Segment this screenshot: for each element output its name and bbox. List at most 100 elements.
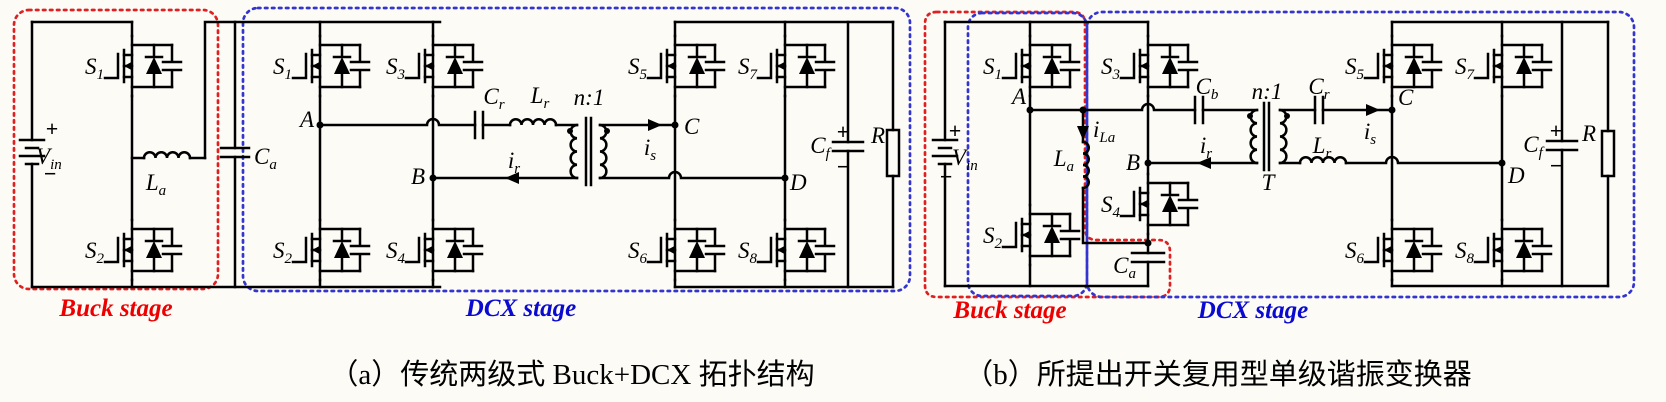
label-node-b-a: B [411,164,425,189]
wire-output-rails-a [673,20,895,289]
mosfet-s5-a [646,34,726,98]
label-s5-b: S5 [1345,54,1365,83]
mosfet-s2-dcx-a [291,218,371,282]
label-ca-a: Ca [254,144,277,173]
dot-secondary-b [1284,113,1290,119]
node-d-dot-a [781,174,789,182]
label-s2-dcx-a: S2 [273,238,293,267]
mosfet-s4-a [404,218,484,282]
label-s4-b: S4 [1101,192,1121,221]
mosfet-s3-a [404,34,484,98]
mosfet-s7-a [756,34,836,98]
mosfet-s2-b [1001,203,1081,267]
label-cr-a: Cr [483,84,504,113]
node-c-dot-b [1388,106,1396,114]
capacitor-cr-a [473,110,512,140]
label-cf-plus-b: + [1550,118,1563,143]
ca-node-dot-b [1144,239,1152,247]
buck-stage-label-a: Buck stage [58,295,172,322]
is-arrow-a [648,119,662,131]
label-s8-a: S8 [738,238,758,267]
label-node-c-a: C [684,114,700,139]
label-lr-b: Lr [1312,133,1332,162]
la-branch-dot-b [1079,106,1087,114]
label-cb-b: Cb [1196,74,1219,103]
mosfet-s4-b [1119,172,1199,236]
label-cf-plus-a: + [837,119,850,144]
resistor-r-a [885,20,901,289]
label-plus-b: + [949,118,962,143]
dot-secondary-a [604,128,610,134]
buck-stage-box-b [923,10,1172,299]
wire-sec-bottom-a [598,170,787,180]
label-s6-b: S6 [1345,238,1365,267]
wire-node-a-b [1028,102,1197,112]
label-node-c-b: C [1398,85,1414,110]
label-r-b: R [1581,121,1596,146]
label-node-b-b: B [1126,150,1140,175]
dcx-stage-label-a: DCX stage [465,295,576,322]
transformer-a [567,116,610,187]
resistor-r-b [1600,20,1616,288]
node-b-dot-b [1144,159,1152,167]
label-t-b: T [1262,170,1277,195]
wire-output-rails-b [1390,20,1610,288]
label-node-a-a: A [298,107,315,132]
mosfet-s6-a [646,218,726,282]
label-cf-b: Cf [1523,132,1544,161]
label-la-b: La [1053,146,1074,175]
label-is-a: is [644,135,656,164]
label-cr-b: Cr [1308,74,1329,103]
inductor-la-a [130,151,207,160]
label-s5-a: S5 [628,54,648,83]
dcx-stage-box-a [241,6,912,293]
label-s1-dcx-a: S1 [273,54,292,83]
label-cf-minus-a: − [837,154,850,179]
label-vin-a: Vin [36,144,62,173]
ir-arrow-a [505,172,519,184]
label-cf-a: Cf [810,133,831,162]
battery-vin-b [931,20,959,288]
label-vin-b: Vin [952,145,978,174]
battery-vin-a [18,20,46,289]
panel-a: S1 S2 + Vin − La Ca S1 S3 S2 S4 A B Cr L… [12,6,912,391]
label-plus-a: + [46,116,59,141]
buck-stage-label-b: Buck stage [952,297,1066,324]
node-b-dot-a [429,174,437,182]
mosfet-s1-dcx-a [291,34,371,98]
capacitor-cf-a [831,20,865,289]
buck-stage-box-a [12,8,220,291]
mosfet-s1-buck-a [103,34,183,98]
label-cf-minus-b: − [1550,153,1563,178]
label-turns-ratio-b: n:1 [1252,79,1283,104]
label-s8-b: S8 [1455,238,1475,267]
caption-a: （a）传统两级式 Buck+DCX 拓扑结构 [329,358,814,391]
is-arrow-b [1366,104,1380,116]
label-s1-buck-a: S1 [85,54,104,83]
label-s4-a: S4 [386,238,406,267]
mosfet-s6-b [1363,218,1443,282]
label-node-d-a: D [789,170,807,195]
label-la-a: La [145,170,166,199]
panel-b: + Vin − S1 S2 A iLa La S3 S4 B Ca Cb ir … [923,10,1636,391]
dot-primary-a [567,128,573,134]
node-c-dot-a [671,121,679,129]
capacitor-cf-b [1545,20,1579,288]
label-node-a-b: A [1010,84,1027,109]
label-ila-b: iLa [1093,117,1115,146]
label-minus-b: − [940,164,953,189]
wire-node-a-a [318,117,477,127]
capacitor-cb-b [1193,95,1259,125]
label-ca-b: Ca [1113,253,1136,282]
label-s2-buck-a: S2 [85,238,105,267]
label-minus-a: − [44,161,57,186]
label-turns-ratio-a: n:1 [574,85,605,110]
mosfet-s3-b [1119,34,1199,98]
label-ir-b: ir [1200,133,1212,162]
label-r-a: R [870,123,885,148]
label-s3-a: S3 [386,54,405,83]
wire-buck-out-a [203,20,442,160]
capacitor-cr-b [1313,95,1394,125]
